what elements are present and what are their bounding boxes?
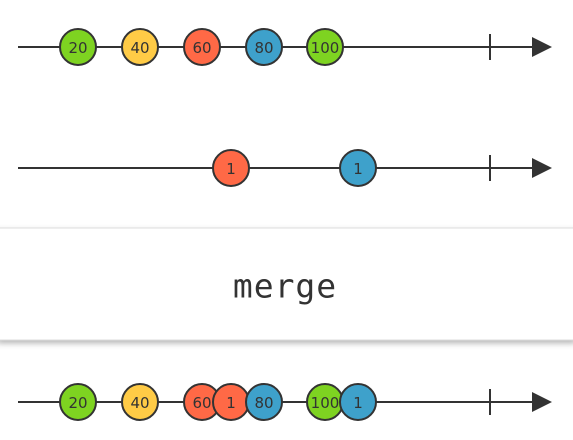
marble-circle — [306, 28, 344, 66]
marble-circle — [59, 28, 97, 66]
marble-label: 80 — [254, 39, 273, 57]
timeline-arrowhead — [532, 158, 552, 178]
marble: 40 — [121, 383, 159, 421]
timeline-arrowhead — [532, 37, 552, 57]
marble: 60 — [183, 28, 221, 66]
output-timeline: 20 40 60 1 80 100 1 — [18, 383, 552, 421]
marble-circle — [121, 383, 159, 421]
input-timeline-1: 20 40 60 80 100 — [18, 28, 552, 66]
marble-label: 60 — [192, 39, 211, 57]
marble-label: 1 — [226, 160, 236, 178]
marble-circle — [183, 28, 221, 66]
marble: 20 — [59, 28, 97, 66]
marble: 80 — [245, 383, 283, 421]
marble-circle — [245, 28, 283, 66]
marble-label: 80 — [254, 394, 273, 412]
timeline-arrowhead — [532, 392, 552, 412]
marble-label: 60 — [192, 394, 211, 412]
marble: 20 — [59, 383, 97, 421]
marble-circle — [339, 383, 377, 421]
marble-circle — [245, 383, 283, 421]
marble-circle — [121, 28, 159, 66]
marble-label: 20 — [68, 394, 87, 412]
marble: 1 — [212, 383, 250, 421]
marble: 1 — [339, 383, 377, 421]
operator-label: merge — [233, 267, 337, 306]
marble: 100 — [306, 28, 344, 66]
marble-label: 100 — [311, 39, 340, 57]
marble-circle — [59, 383, 97, 421]
marble: 1 — [212, 149, 250, 187]
marble: 100 — [306, 383, 344, 421]
operator-box: merge — [0, 227, 573, 341]
marble-label: 40 — [130, 39, 149, 57]
marble-circle — [339, 149, 377, 187]
marble-label: 40 — [130, 394, 149, 412]
marble: 1 — [339, 149, 377, 187]
operator-box-background — [0, 227, 573, 341]
marble-label: 1 — [226, 394, 236, 412]
marble: 80 — [245, 28, 283, 66]
marble-label: 1 — [353, 394, 363, 412]
marble-label: 20 — [68, 39, 87, 57]
marble-label: 1 — [353, 160, 363, 178]
marble-circle — [212, 149, 250, 187]
marble: 40 — [121, 28, 159, 66]
marble-label: 100 — [311, 394, 340, 412]
